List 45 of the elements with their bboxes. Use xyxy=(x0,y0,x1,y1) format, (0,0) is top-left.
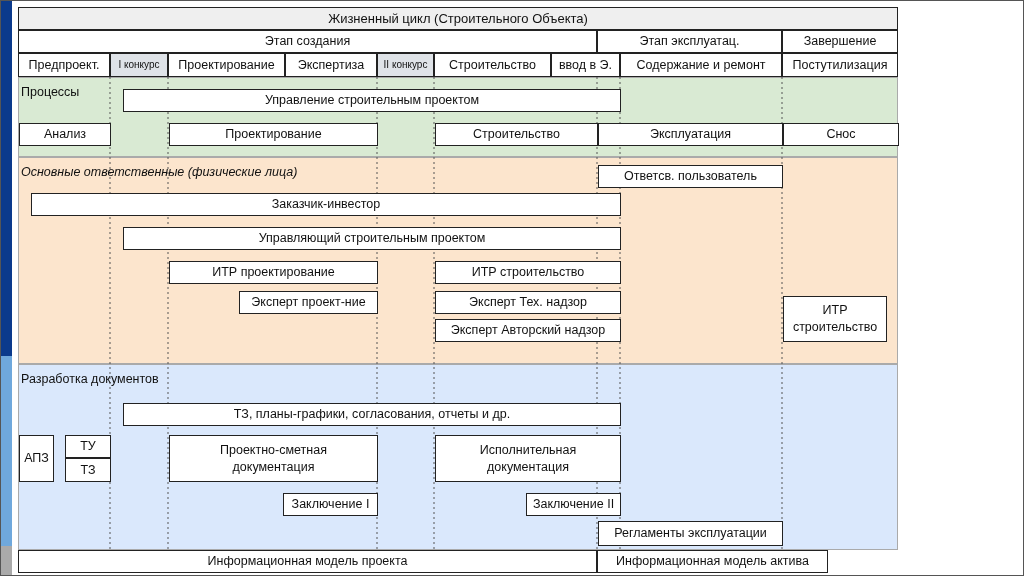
phase-header: Экспертиза xyxy=(285,53,377,77)
document-box: ТЗ, планы-графики, согласования, отчеты и др. xyxy=(123,403,621,426)
process-bar: Эксплуатация xyxy=(598,123,783,146)
tender-header: I конкурс xyxy=(110,53,168,77)
phase-header: ввод в Э. xyxy=(551,53,620,77)
diagram-heading: Жизненный цикл (Строительного Объекта) xyxy=(18,7,898,30)
information-model-bar: Информационная модель проекта xyxy=(18,550,597,573)
stage-header: Этап создания xyxy=(18,30,597,53)
tender-header: II конкурс xyxy=(377,53,434,77)
document-box: ТУ xyxy=(65,435,111,458)
process-bar: Строительство xyxy=(435,123,598,146)
phase-header: Предпроект. xyxy=(18,53,110,77)
document-box: Заключение I xyxy=(283,493,378,516)
phase-header: Строительство xyxy=(434,53,551,77)
process-bar: Снос xyxy=(783,123,899,146)
document-box: ТЗ xyxy=(65,458,111,482)
process-bar: Управление строительным проектом xyxy=(123,89,621,112)
role-bar: Эксперт проект-ние xyxy=(239,291,378,314)
role-bar: Эксперт Авторский надзор xyxy=(435,319,621,342)
role-bar: Заказчик-инвестор xyxy=(31,193,621,216)
process-bar: Анализ xyxy=(19,123,111,146)
phase-header: Содержание и ремонт xyxy=(620,53,782,77)
role-bar: ИТР проектирование xyxy=(169,261,378,284)
process-bar: Проектирование xyxy=(169,123,378,146)
document-box: АПЗ xyxy=(19,435,54,482)
role-bar: ИТР строительство xyxy=(783,296,887,342)
stage-header: Этап эксплуатац. xyxy=(597,30,782,53)
role-bar: Эксперт Тех. надзор xyxy=(435,291,621,314)
document-box: Регламенты эксплуатации xyxy=(598,521,783,546)
section-title: Процессы xyxy=(21,84,80,101)
stage-header: Завершение xyxy=(782,30,898,53)
document-box: Проектно-сметная документация xyxy=(169,435,378,482)
section-band xyxy=(18,77,898,157)
section-title: Основные ответственные (физические лица) xyxy=(21,164,298,181)
role-bar: Ответсв. пользователь xyxy=(598,165,783,188)
role-bar: Управляющий строительным проектом xyxy=(123,227,621,250)
phase-header: Проектирование xyxy=(168,53,285,77)
role-bar: ИТР строительство xyxy=(435,261,621,284)
section-band xyxy=(18,157,898,364)
document-box: Исполнительная документация xyxy=(435,435,621,482)
section-band xyxy=(18,364,898,550)
information-model-bar: Информационная модель актива xyxy=(597,550,828,573)
section-title: Разработка документов xyxy=(21,371,159,388)
document-box: Заключение II xyxy=(526,493,621,516)
phase-header: Постутилизация xyxy=(782,53,898,77)
